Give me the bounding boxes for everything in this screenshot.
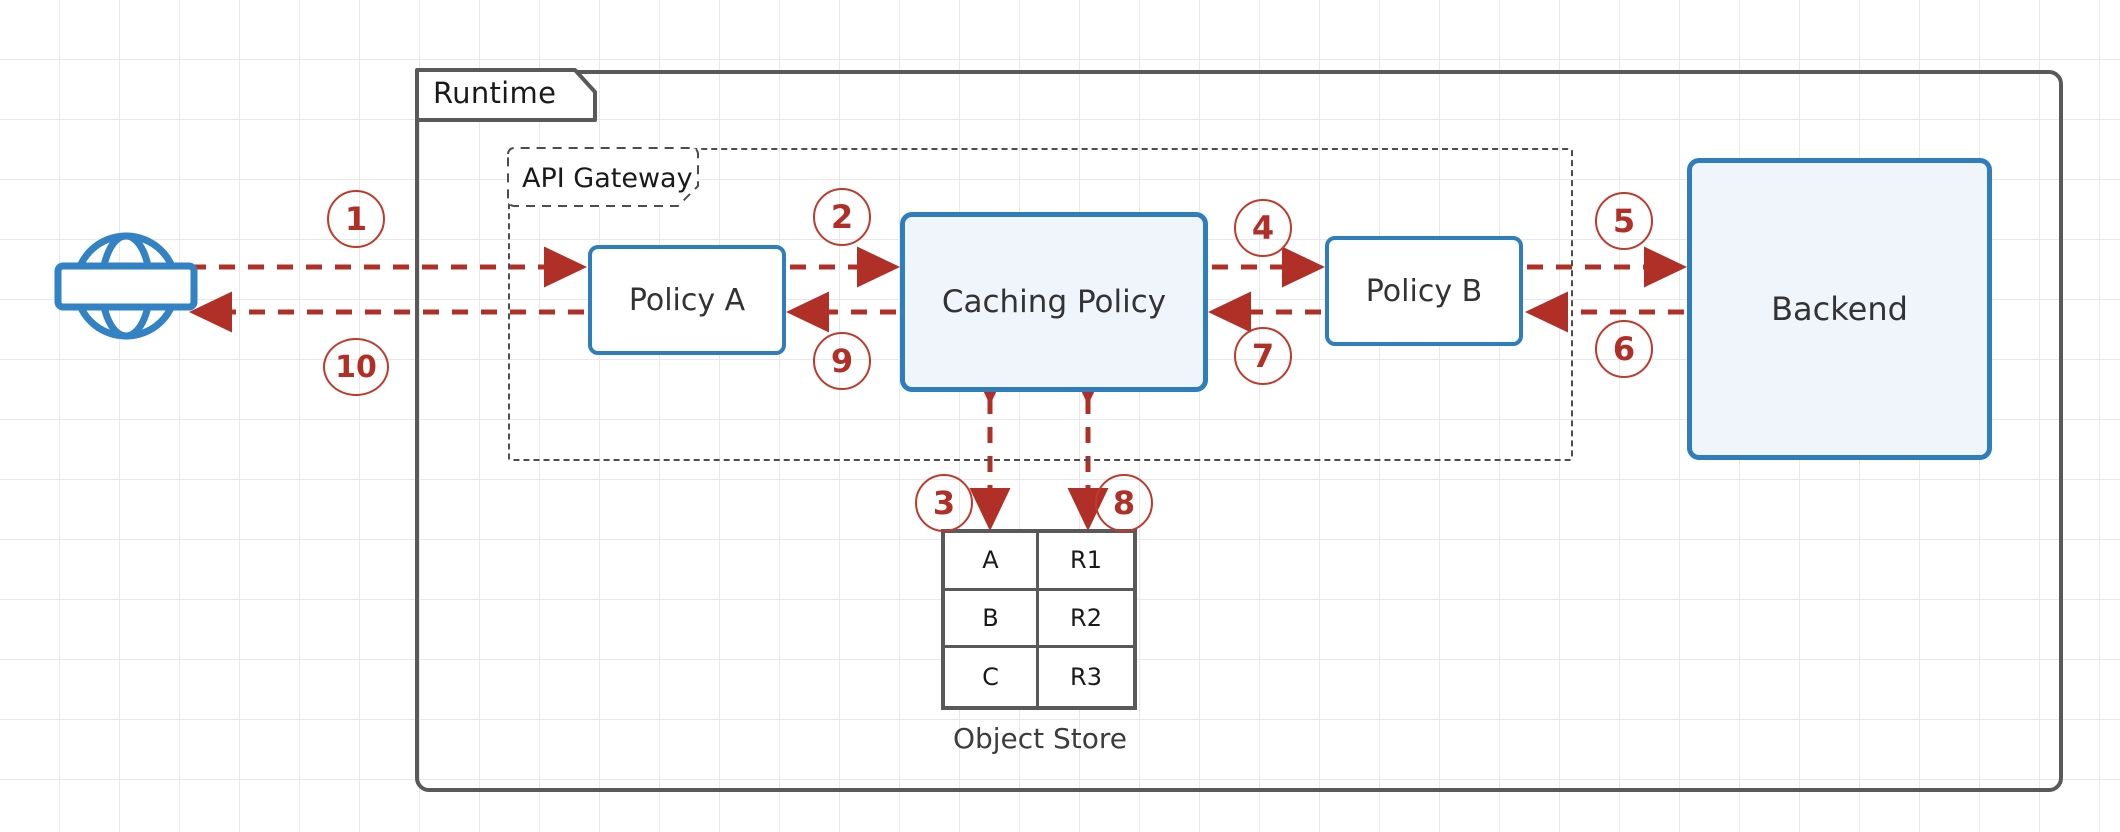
node-caching-policy-label: Caching Policy — [941, 284, 1167, 320]
node-caching-policy[interactable]: Caching Policy — [900, 212, 1208, 392]
node-policy-a-label: Policy A — [628, 282, 746, 318]
node-policy-b-label: Policy B — [1365, 273, 1483, 309]
object-store-table[interactable]: A R1 B R2 C R3 — [941, 529, 1137, 710]
store-cell-value-2: R2 — [1039, 591, 1133, 649]
api-gateway-tab-shape — [507, 147, 699, 207]
step-badge-6: 6 — [1595, 320, 1653, 378]
store-cell-key-3: C — [945, 648, 1039, 706]
store-cell-value-3: R3 — [1070, 663, 1102, 692]
step-badge-8: 8 — [1095, 474, 1153, 532]
store-cell-key-2: B — [945, 590, 1039, 649]
api-gateway-label: API Gateway — [522, 162, 693, 194]
api-gateway-container — [508, 148, 1573, 461]
step-badge-7: 7 — [1234, 327, 1292, 385]
step-badge-2: 2 — [813, 188, 871, 246]
node-backend-label: Backend — [1771, 290, 1908, 328]
step-badge-5: 5 — [1595, 192, 1653, 250]
runtime-container — [415, 70, 2063, 792]
runtime-tab-shape — [415, 68, 597, 122]
step-badge-4: 4 — [1234, 199, 1292, 257]
object-store-label: Object Store — [952, 722, 1128, 755]
node-policy-a[interactable]: Policy A — [588, 245, 786, 355]
node-policy-b[interactable]: Policy B — [1325, 236, 1523, 346]
step-badge-10: 10 — [323, 338, 389, 396]
runtime-label: Runtime — [433, 75, 557, 110]
store-cell-key-1: A — [945, 533, 1039, 591]
store-cell-value-1: R1 — [1039, 533, 1133, 591]
step-badge-1: 1 — [327, 190, 385, 248]
globe-www-icon — [54, 232, 198, 340]
step-badge-3: 3 — [915, 474, 973, 532]
step-badge-9: 9 — [813, 332, 871, 390]
node-backend[interactable]: Backend — [1687, 158, 1992, 460]
